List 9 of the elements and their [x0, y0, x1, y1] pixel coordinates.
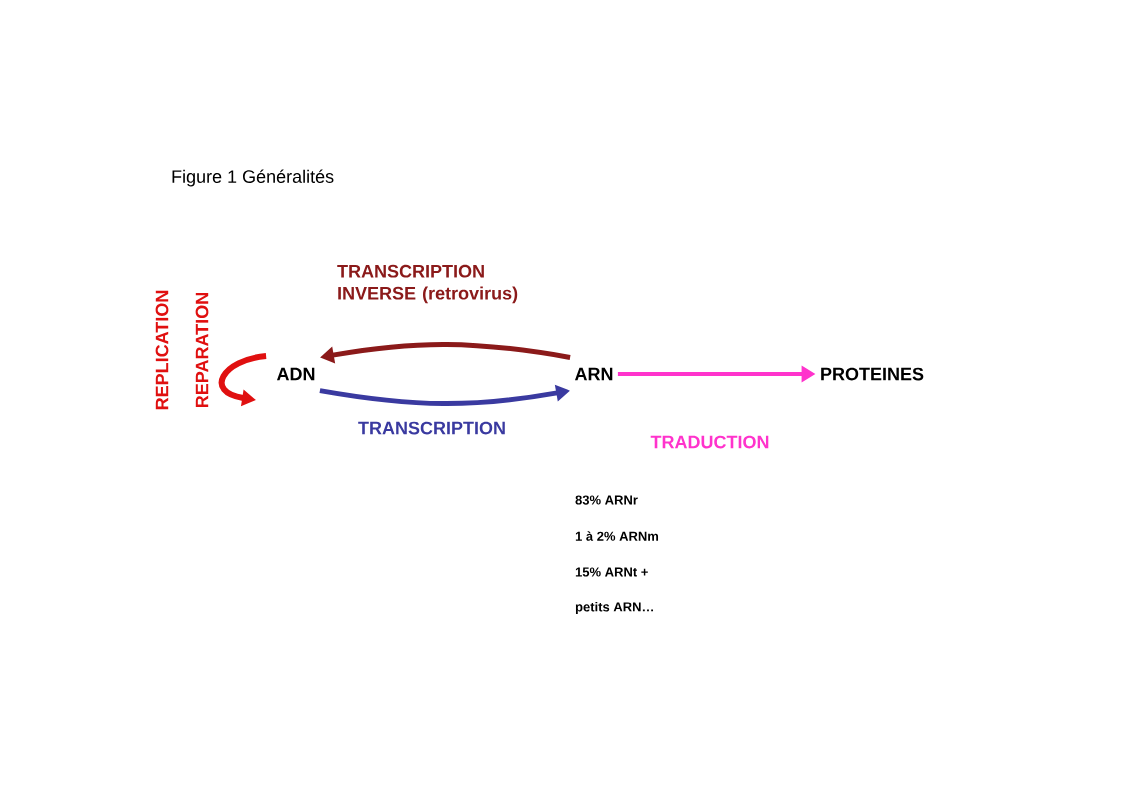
edge-label: TRANSCRIPTION — [358, 421, 505, 435]
node-label: ADN — [276, 367, 315, 381]
edge-label: TRADUCTION — [650, 435, 769, 449]
process-label: REPLICATION — [155, 290, 169, 410]
process-label: REPARATION — [195, 293, 209, 407]
figure-title: Figure 1 Généralités — [172, 169, 334, 187]
node-label: ARN — [574, 367, 613, 381]
node-label: PROTEINES — [821, 367, 924, 381]
edge-label: TRANSCRIPTION INVERSE (retrovirus) — [337, 264, 518, 304]
